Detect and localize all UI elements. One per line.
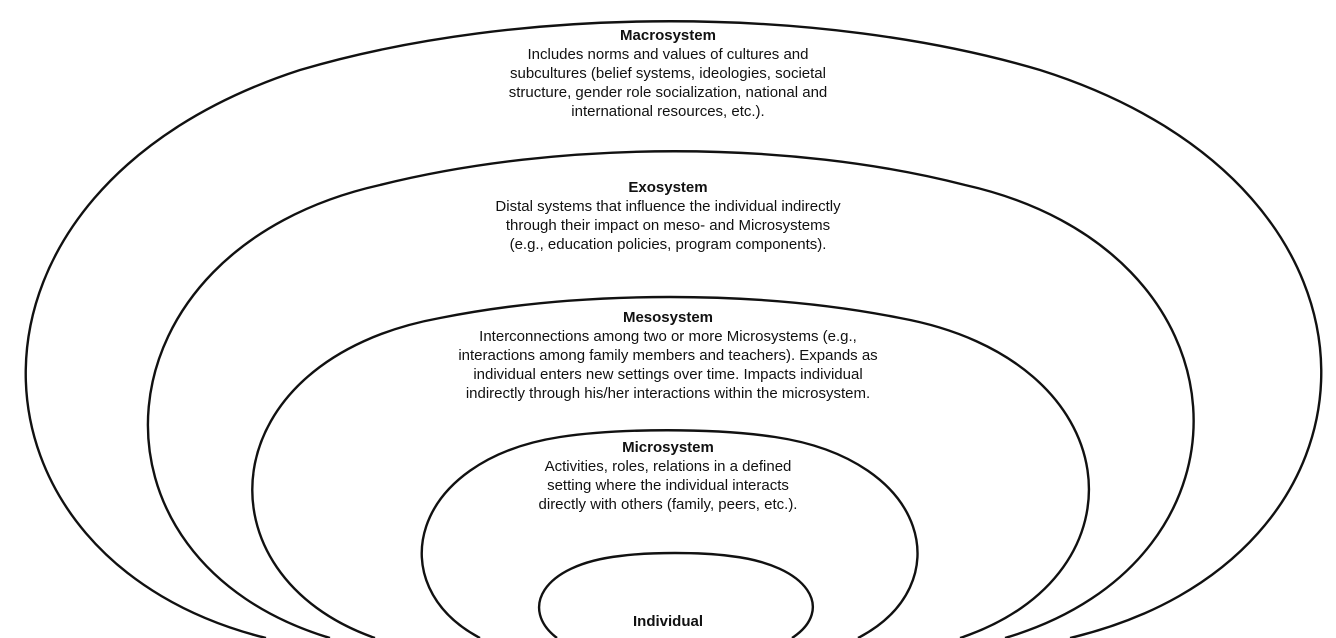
mesosystem-description-line: individual enters new settings over time… — [473, 366, 863, 383]
macrosystem-description-line: Includes norms and values of cultures an… — [527, 46, 809, 63]
mesosystem-title: Mesosystem — [622, 309, 714, 326]
microsystem-label: Microsystem Activities, roles, relations… — [488, 438, 848, 514]
exosystem-ring — [146, 150, 1195, 638]
microsystem-description-line: Activities, roles, relations in a define… — [544, 458, 792, 475]
exosystem-description-line: (e.g., education policies, program compo… — [509, 236, 827, 253]
exosystem-description-line: Distal systems that influence the indivi… — [495, 198, 841, 215]
mesosystem-description-line: Interconnections among two or more Micro… — [479, 328, 857, 345]
individual-ring — [538, 551, 814, 638]
mesosystem-description-line: interactions among family members and te… — [458, 347, 878, 364]
exosystem-title: Exosystem — [628, 179, 708, 196]
mesosystem-label: Mesosystem Interconnections among two or… — [368, 308, 968, 403]
exosystem-label: Exosystem Distal systems that influence … — [388, 178, 948, 254]
microsystem-description-line: directly with others (family, peers, etc… — [538, 496, 798, 513]
macrosystem-description-line: subcultures (belief systems, ideologies,… — [510, 65, 826, 82]
macrosystem-description-line: international resources, etc.). — [571, 103, 765, 120]
macrosystem-label: Macrosystem Includes norms and values of… — [418, 26, 918, 121]
microsystem-title: Microsystem — [622, 439, 714, 456]
microsystem-description-line: setting where the individual interacts — [547, 477, 789, 494]
exosystem-description-line: through their impact on meso- and Micros… — [505, 217, 831, 234]
microsystem-ring — [420, 429, 919, 638]
mesosystem-ring — [251, 295, 1091, 638]
macrosystem-ring — [24, 20, 1323, 638]
macrosystem-title: Macrosystem — [620, 27, 716, 44]
macrosystem-description-line: structure, gender role socialization, na… — [508, 84, 828, 101]
mesosystem-description-line: indirectly through his/her interactions … — [465, 385, 871, 402]
individual-label: Individual — [588, 612, 748, 631]
individual-title: Individual — [632, 613, 703, 630]
